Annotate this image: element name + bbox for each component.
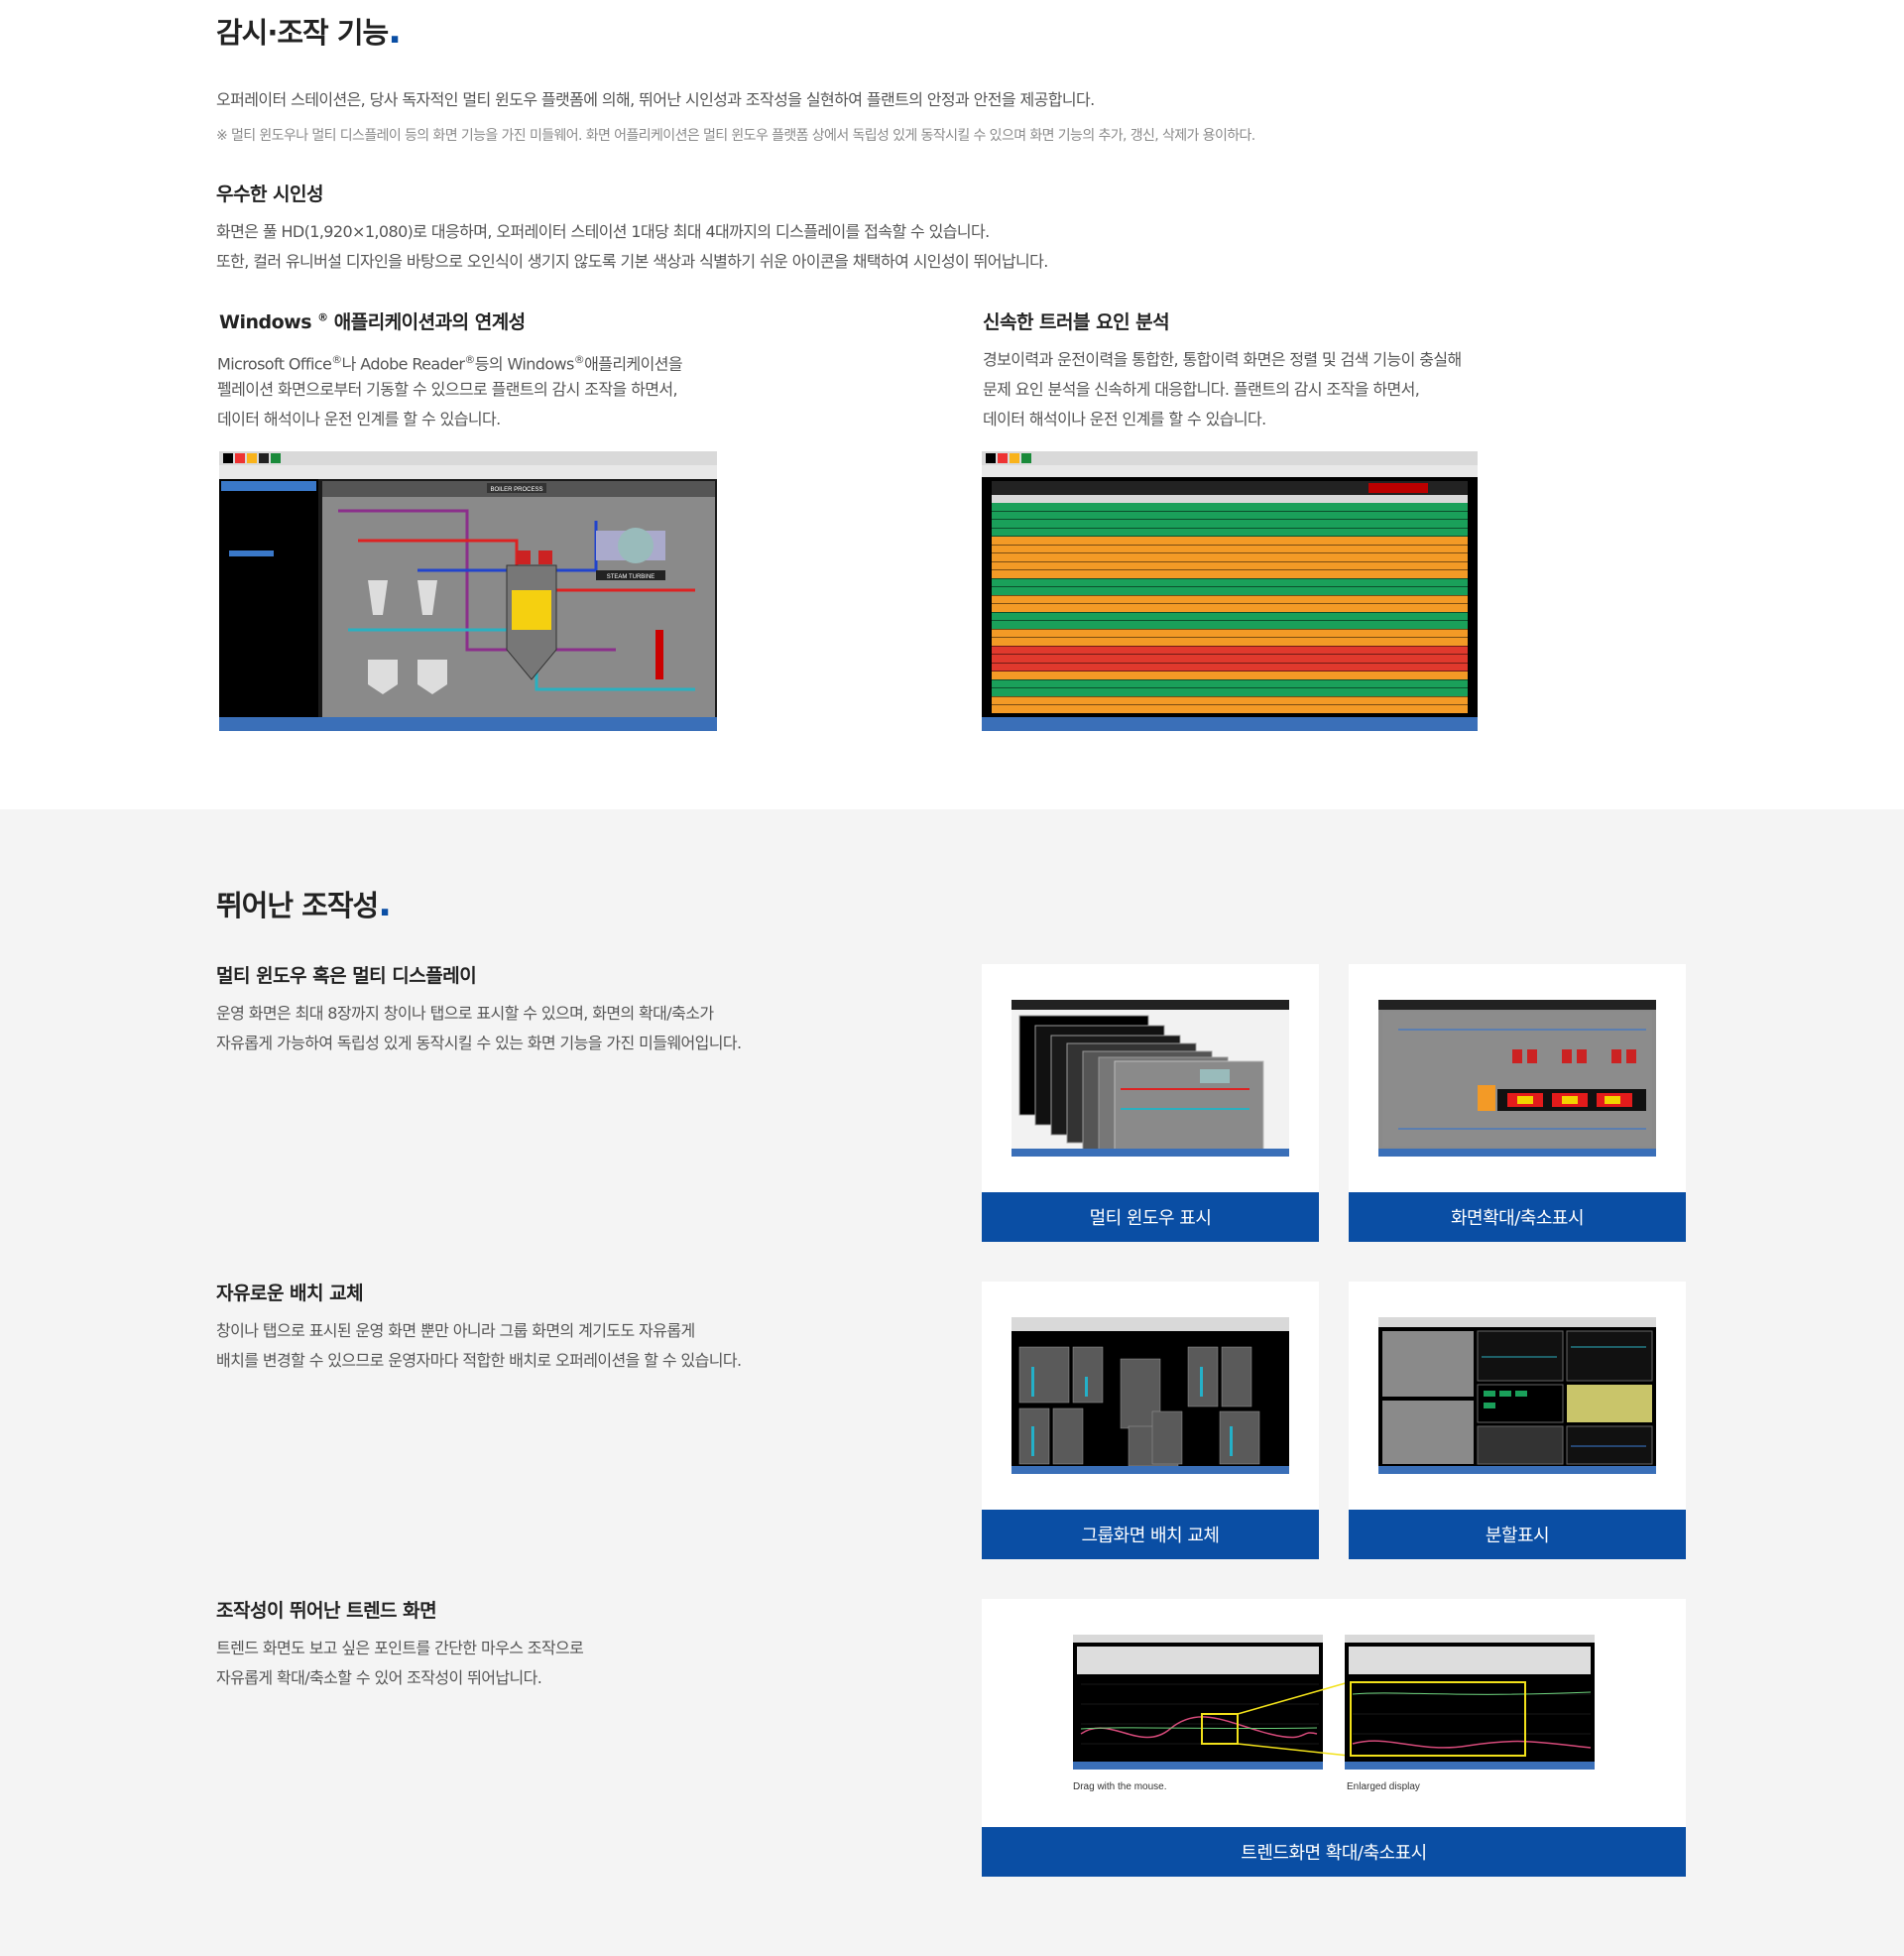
alarm-row	[992, 578, 1468, 587]
zoom-image	[1378, 1000, 1656, 1157]
section2-title: 뛰어난 조작성.	[216, 883, 392, 924]
windows-title-a: Windows	[219, 311, 312, 333]
windows-l1d: 애플리케이션을	[584, 354, 682, 374]
split-display-image	[1378, 1317, 1656, 1474]
section1-title-text: 감시·조작 기능	[216, 16, 389, 50]
layout-line1: 창이나 탭으로 표시된 운영 화면 뿐만 아니라 그룹 화면의 계기도도 자유롭…	[216, 1321, 695, 1340]
trend-line1: 트렌드 화면도 보고 싶은 포인트를 간단한 마우스 조작으로	[216, 1639, 584, 1657]
section2-title-text: 뛰어난 조작성	[216, 889, 379, 922]
alarm-row	[992, 629, 1468, 638]
alarm-row	[992, 545, 1468, 553]
windows-title-reg: ®	[317, 310, 328, 324]
trend-line2: 자유롭게 확대/축소할 수 있어 조작성이 뛰어납니다.	[216, 1668, 542, 1687]
steam-turbine-label: STEAM TURBINE	[607, 574, 655, 580]
alarm-row	[992, 663, 1468, 672]
alarm-row	[992, 511, 1468, 520]
alarm-row	[992, 655, 1468, 663]
multi-line1: 운영 화면은 최대 8장까지 창이나 탭으로 표시할 수 있으며, 화면의 확대…	[216, 1004, 714, 1023]
card-trend: Drag with the mouse. Enlarged display 트렌…	[982, 1599, 1686, 1877]
trouble-line3: 데이터 해석이나 운전 인계를 할 수 있습니다.	[983, 410, 1266, 428]
alarm-row	[992, 561, 1468, 570]
card-zoom-caption: 화면확대/축소표시	[1349, 1192, 1686, 1242]
visibility-title: 우수한 시인성	[216, 183, 324, 205]
reg-mark-2: ®	[464, 353, 475, 366]
section1-note: ※ 멀티 윈도우나 멀티 디스플레이 등의 화면 기능을 가진 미들웨어. 화면…	[216, 128, 1255, 144]
card-split-display-caption: 분할표시	[1349, 1510, 1686, 1559]
alarm-row	[992, 503, 1468, 511]
boiler-process-screenshot: BOILER PROCESS STEAM TURBINE	[219, 451, 717, 731]
windows-title: Windows ® 애플리케이션과의 연계성	[219, 307, 526, 334]
boiler-process-label: BOILER PROCESS	[490, 487, 542, 493]
alarm-row	[992, 553, 1468, 561]
section1-intro: 오퍼레이터 스테이션은, 당사 독자적인 멀티 윈도우 플랫폼에 의해, 뛰어난…	[216, 90, 1095, 109]
windows-line1: Microsoft Office®나 Adobe Reader®등의 Windo…	[217, 345, 683, 379]
alarm-row	[992, 612, 1468, 621]
trend-image	[1071, 1635, 1597, 1770]
card-group-layout-caption: 그룹화면 배치 교체	[982, 1510, 1319, 1559]
alarm-row	[992, 520, 1468, 528]
alarm-row	[992, 679, 1468, 688]
reg-mark-1: ®	[331, 353, 342, 366]
alarm-row	[992, 696, 1468, 705]
card-group-layout: 그룹화면 배치 교체	[982, 1282, 1319, 1559]
windows-l1b: 나 Adobe Reader	[341, 354, 465, 374]
alarm-row	[992, 604, 1468, 612]
alarm-history-screenshot	[982, 451, 1478, 731]
title-dot: .	[378, 884, 392, 924]
card-zoom: 화면확대/축소표시	[1349, 964, 1686, 1242]
alarm-row	[992, 646, 1468, 655]
multi-line2: 자유롭게 가능하여 독립성 있게 동작시킬 수 있는 화면 기능을 가진 미들웨…	[216, 1034, 742, 1052]
windows-title-b: 애플리케이션과의 연계성	[327, 311, 526, 333]
card-multi-window-caption: 멀티 윈도우 표시	[982, 1192, 1319, 1242]
trend-caption-right: Enlarged display	[1347, 1781, 1420, 1792]
reg-mark-3: ®	[573, 353, 585, 366]
trouble-title: 신속한 트러블 요인 분석	[983, 311, 1170, 333]
card-trend-caption: 트렌드화면 확대/축소표시	[982, 1827, 1686, 1877]
alarm-row	[992, 638, 1468, 646]
alarm-row	[992, 537, 1468, 545]
alarm-row	[992, 587, 1468, 595]
windows-line3: 데이터 해석이나 운전 인계를 할 수 있습니다.	[217, 410, 501, 428]
windows-l1c: 등의 Windows	[474, 354, 575, 374]
alarm-row	[992, 688, 1468, 696]
multi-window-image	[1012, 1000, 1289, 1157]
alarm-row	[992, 672, 1468, 679]
windows-l1a: Microsoft Office	[217, 354, 332, 374]
alarm-row	[992, 528, 1468, 537]
card-split-display: 분할표시	[1349, 1282, 1686, 1559]
layout-title: 자유로운 배치 교체	[216, 1283, 364, 1304]
alarm-row	[992, 621, 1468, 629]
trouble-line2: 문제 요인 분석을 신속하게 대응합니다. 플랜트의 감시 조작을 하면서,	[983, 380, 1420, 399]
visibility-line2: 또한, 컬러 유니버설 디자인을 바탕으로 오인식이 생기지 않도록 기본 색상…	[216, 252, 1048, 271]
section1-title: 감시·조작 기능.	[216, 10, 402, 52]
alarm-row	[992, 595, 1468, 604]
multi-title: 멀티 윈도우 혹은 멀티 디스플레이	[216, 965, 477, 987]
title-dot: .	[388, 11, 402, 52]
card-multi-window: 멀티 윈도우 표시	[982, 964, 1319, 1242]
windows-line2: 펠레이션 화면으로부터 기동할 수 있으므로 플랜트의 감시 조작을 하면서,	[217, 380, 678, 399]
alarm-row	[992, 570, 1468, 578]
visibility-line1: 화면은 풀 HD(1,920×1,080)로 대응하며, 오퍼레이터 스테이션 …	[216, 222, 990, 241]
alarm-row	[992, 705, 1468, 713]
trend-caption-left: Drag with the mouse.	[1073, 1781, 1167, 1792]
layout-line2: 배치를 변경할 수 있으므로 운영자마다 적합한 배치로 오퍼레이션을 할 수 …	[216, 1351, 742, 1370]
trend-title: 조작성이 뛰어난 트렌드 화면	[216, 1600, 437, 1622]
trouble-line1: 경보이력과 운전이력을 통합한, 통합이력 화면은 정렬 및 검색 기능이 충실…	[983, 350, 1462, 369]
group-layout-image	[1012, 1317, 1289, 1474]
